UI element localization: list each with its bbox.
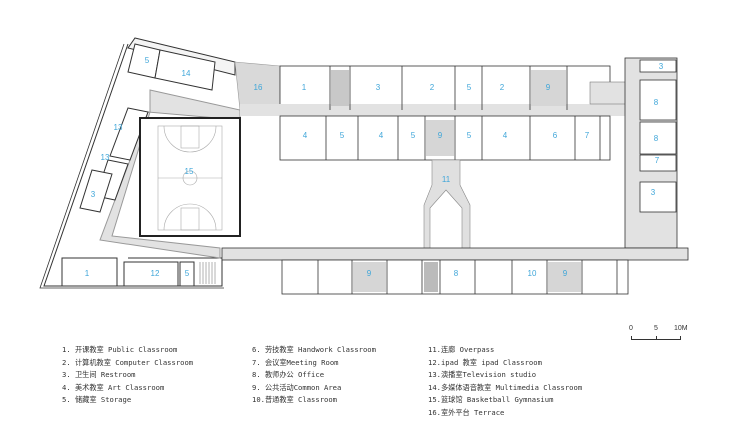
legend-item: 13.演播室Television studio [428, 370, 537, 380]
room-number-label: 5 [467, 83, 472, 92]
room-number-label: 15 [185, 167, 194, 176]
legend-item: 12.ipad 教室 ipad Classroom [428, 357, 542, 367]
legend-column-2: 6. 劳技教室 Handwork Classroom 7. 会议室Meeting… [252, 344, 376, 407]
room-number-label: 4 [303, 131, 308, 140]
room-number-label: 5 [467, 131, 472, 140]
legend-item: 16.室外平台 Terrace [428, 407, 505, 417]
stairs-east [589, 81, 627, 105]
room-number-label: 9 [546, 83, 551, 92]
room-number-label: 1 [85, 269, 90, 278]
legend-item: 11.连廊 Overpass [428, 345, 495, 354]
room-number-label: 4 [379, 131, 384, 140]
scale-bar: 0 5 10M [628, 325, 688, 345]
legend-item: 10.普通教室 Classroom [252, 395, 338, 405]
room-number-label: 1 [302, 83, 307, 92]
scale-tick-0: 0 [629, 325, 633, 332]
legend-item: 2. 计算机教室 Computer Classroom [62, 357, 194, 367]
legend-item: 5. 储藏室 Storage [62, 395, 132, 405]
room-number-label: 16 [254, 83, 263, 92]
room-number-label: 8 [454, 269, 459, 278]
room-number-label: 14 [182, 69, 191, 78]
legend-item: 14.多媒体语音教室 Multimedia Classroom [428, 382, 583, 392]
legend-column-3: 11.连廊 Overpass 12.ipad 教室 ipad Classroom… [428, 344, 582, 420]
legend-item: 8. 教师办公 Office [252, 370, 325, 380]
room-number-label: 13 [101, 153, 110, 162]
room-number-label: 8 [654, 98, 659, 107]
room-number-label: 2 [430, 83, 435, 92]
legend-item: 1. 开课教室 Public Classroom [62, 345, 178, 354]
room-number-label: 6 [553, 131, 558, 140]
legend-item: 4. 美术教室 Art Classroom [62, 382, 165, 392]
room-number-label: 7 [655, 156, 660, 165]
room-number-label: 3 [376, 83, 381, 92]
legend-column-1: 1. 开课教室 Public Classroom 2. 计算机教室 Comput… [62, 344, 193, 407]
room-number-label: 3 [91, 190, 96, 199]
room-number-label: 11 [442, 175, 451, 184]
room-number-label: 8 [654, 134, 659, 143]
common-area-9-south-a [353, 262, 386, 292]
scale-tick-10m: 10M [674, 325, 688, 332]
legend-item: 9. 公共活动Common Area [252, 382, 342, 392]
room-number-label: 13 [114, 123, 123, 132]
basketball-gymnasium [139, 117, 241, 237]
stairs-bottom-left [199, 262, 216, 284]
common-area-9-north [531, 70, 566, 106]
room-number-label: 5 [411, 131, 416, 140]
room-number-label: 5 [185, 269, 190, 278]
stairwell-north [331, 70, 349, 106]
room-number-label: 5 [340, 131, 345, 140]
room-number-label: 9 [367, 269, 372, 278]
room-number-label: 2 [500, 83, 505, 92]
room-number-label: 10 [528, 269, 537, 278]
common-area-9-south-b [548, 262, 581, 292]
room-number-label: 12 [151, 269, 160, 278]
room-number-label: 4 [503, 131, 508, 140]
scale-tick-5: 5 [654, 325, 658, 332]
room-number-label: 7 [585, 131, 590, 140]
room-number-label: 5 [145, 56, 150, 65]
legend-item: 6. 劳技教室 Handwork Classroom [252, 345, 376, 354]
east-wing [624, 57, 678, 249]
legend-item: 3. 卫生间 Restroom [62, 370, 136, 380]
room-number-label: 9 [438, 131, 443, 140]
left-wing [39, 37, 241, 289]
legend-item: 7. 会议室Meeting Room [252, 357, 339, 367]
room-number-label: 9 [563, 269, 568, 278]
room-number-label: 3 [659, 62, 664, 71]
room-number-label: 3 [651, 188, 656, 197]
overpass [423, 159, 471, 251]
legend-item: 15.篮球馆 Basketball Gymnasium [428, 395, 554, 405]
common-area-9-center [426, 120, 454, 156]
